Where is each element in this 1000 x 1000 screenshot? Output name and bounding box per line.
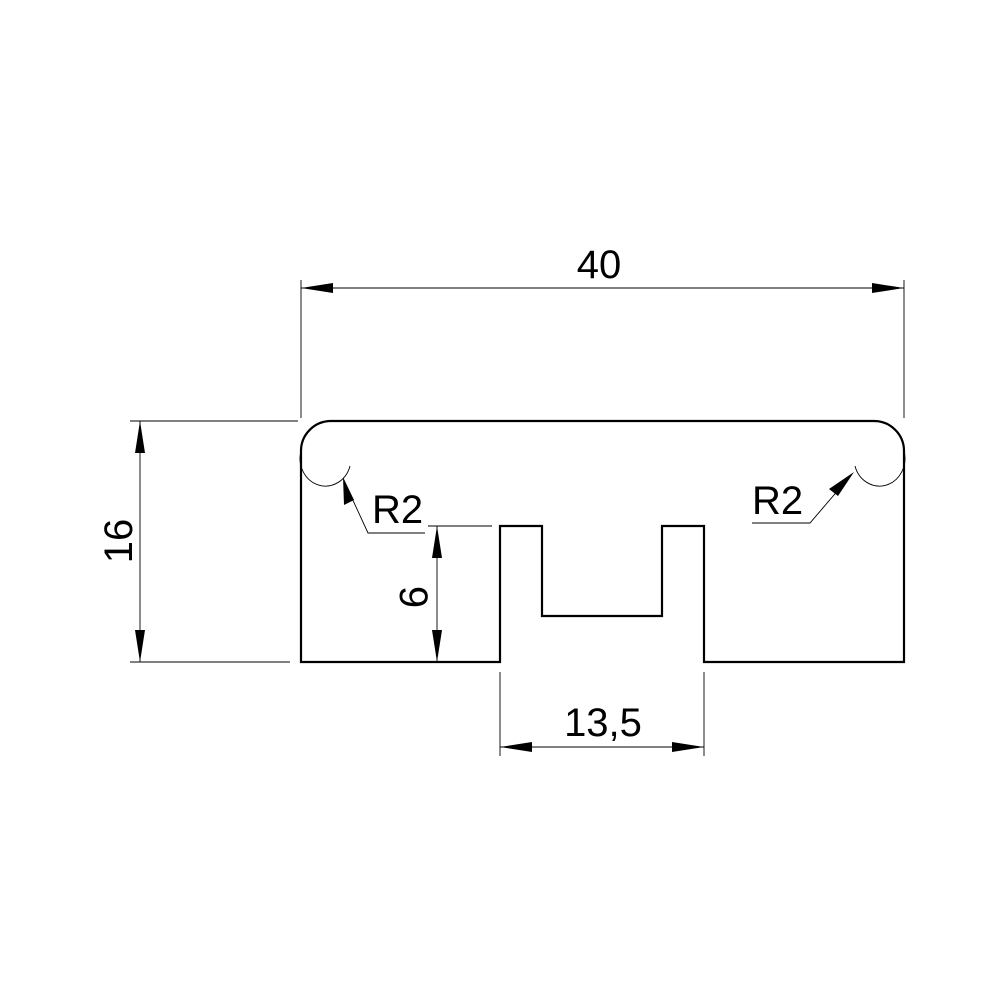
profile-outline [299,419,906,664]
radius-callout-left: R2 [343,477,425,534]
radius-arc-right [854,450,906,487]
arrowhead-bottom [135,630,145,662]
arrowhead-top [432,526,442,558]
dimension-label-slot-width: 13,5 [564,701,642,745]
arrowhead-top [135,421,145,453]
dimension-label-width: 40 [577,243,622,287]
arrowhead-right [672,742,704,752]
radius-label-right: R2 [752,479,803,523]
leader-arrowhead [343,477,354,505]
dimension-overall-width: 40 [300,243,905,418]
dimension-label-height: 16 [97,519,141,564]
arrowhead-left [301,283,333,293]
leader-arrowhead [829,472,854,496]
radius-callout-right: R2 [752,472,854,524]
dimension-label-slot-depth: 9 [391,586,435,608]
radius-arc-left [299,450,351,487]
dimension-slot-width: 13,5 [499,672,705,756]
radius-label-left: R2 [372,488,423,532]
dimension-overall-height: 16 [97,420,298,663]
dimension-slot-depth: 9 [391,525,492,662]
arrowhead-bottom [432,630,442,662]
arrowhead-left [500,742,532,752]
arrowhead-right [872,283,904,293]
